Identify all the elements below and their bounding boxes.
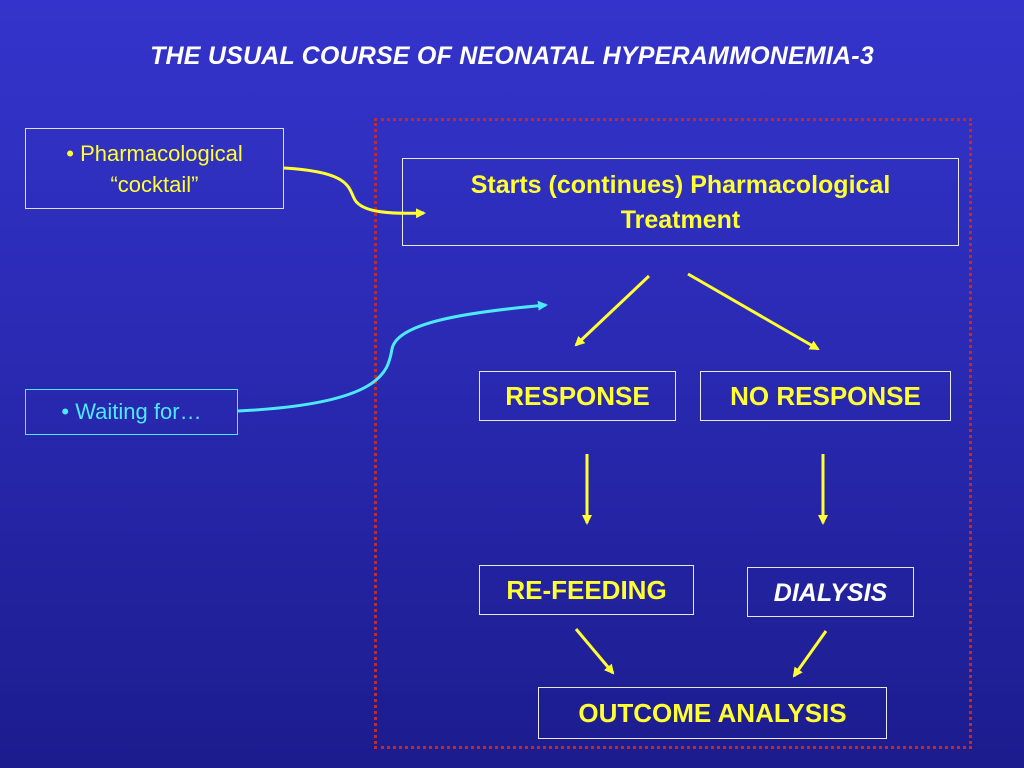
- dialysis-box: DIALYSIS: [747, 567, 914, 617]
- cocktail-line-1: • Pharmacological: [66, 141, 243, 166]
- slide-title: THE USUAL COURSE OF NEONATAL HYPERAMMONE…: [150, 42, 874, 70]
- refeeding-box: RE-FEEDING: [479, 565, 694, 615]
- dialysis-to-outcome-arrow: [792, 630, 828, 678]
- cocktail-line-2: “cocktail”: [110, 172, 199, 197]
- start-treatment-line-2: Treatment: [620, 206, 741, 234]
- start-treatment-box: Starts (continues) Pharmacological Treat…: [402, 158, 959, 246]
- waiting-to-response-arrow: [237, 300, 548, 413]
- refeeding-to-outcome-arrow: [574, 628, 615, 675]
- start-to-response-arrow: [574, 274, 651, 347]
- response-box: RESPONSE: [479, 371, 676, 421]
- pharmacological-cocktail-note: • Pharmacological “cocktail”: [25, 128, 284, 209]
- outcome-analysis-box: OUTCOME ANALYSIS: [538, 687, 887, 739]
- cocktail-to-start-arrow: [283, 166, 426, 219]
- treatment-frame: [374, 118, 972, 749]
- no-response-box: NO RESPONSE: [700, 371, 951, 421]
- start-treatment-line-1: Starts (continues) Pharmacological: [470, 171, 891, 199]
- start-to-no-response-arrow: [687, 272, 820, 351]
- waiting-for-note: • Waiting for…: [25, 389, 238, 435]
